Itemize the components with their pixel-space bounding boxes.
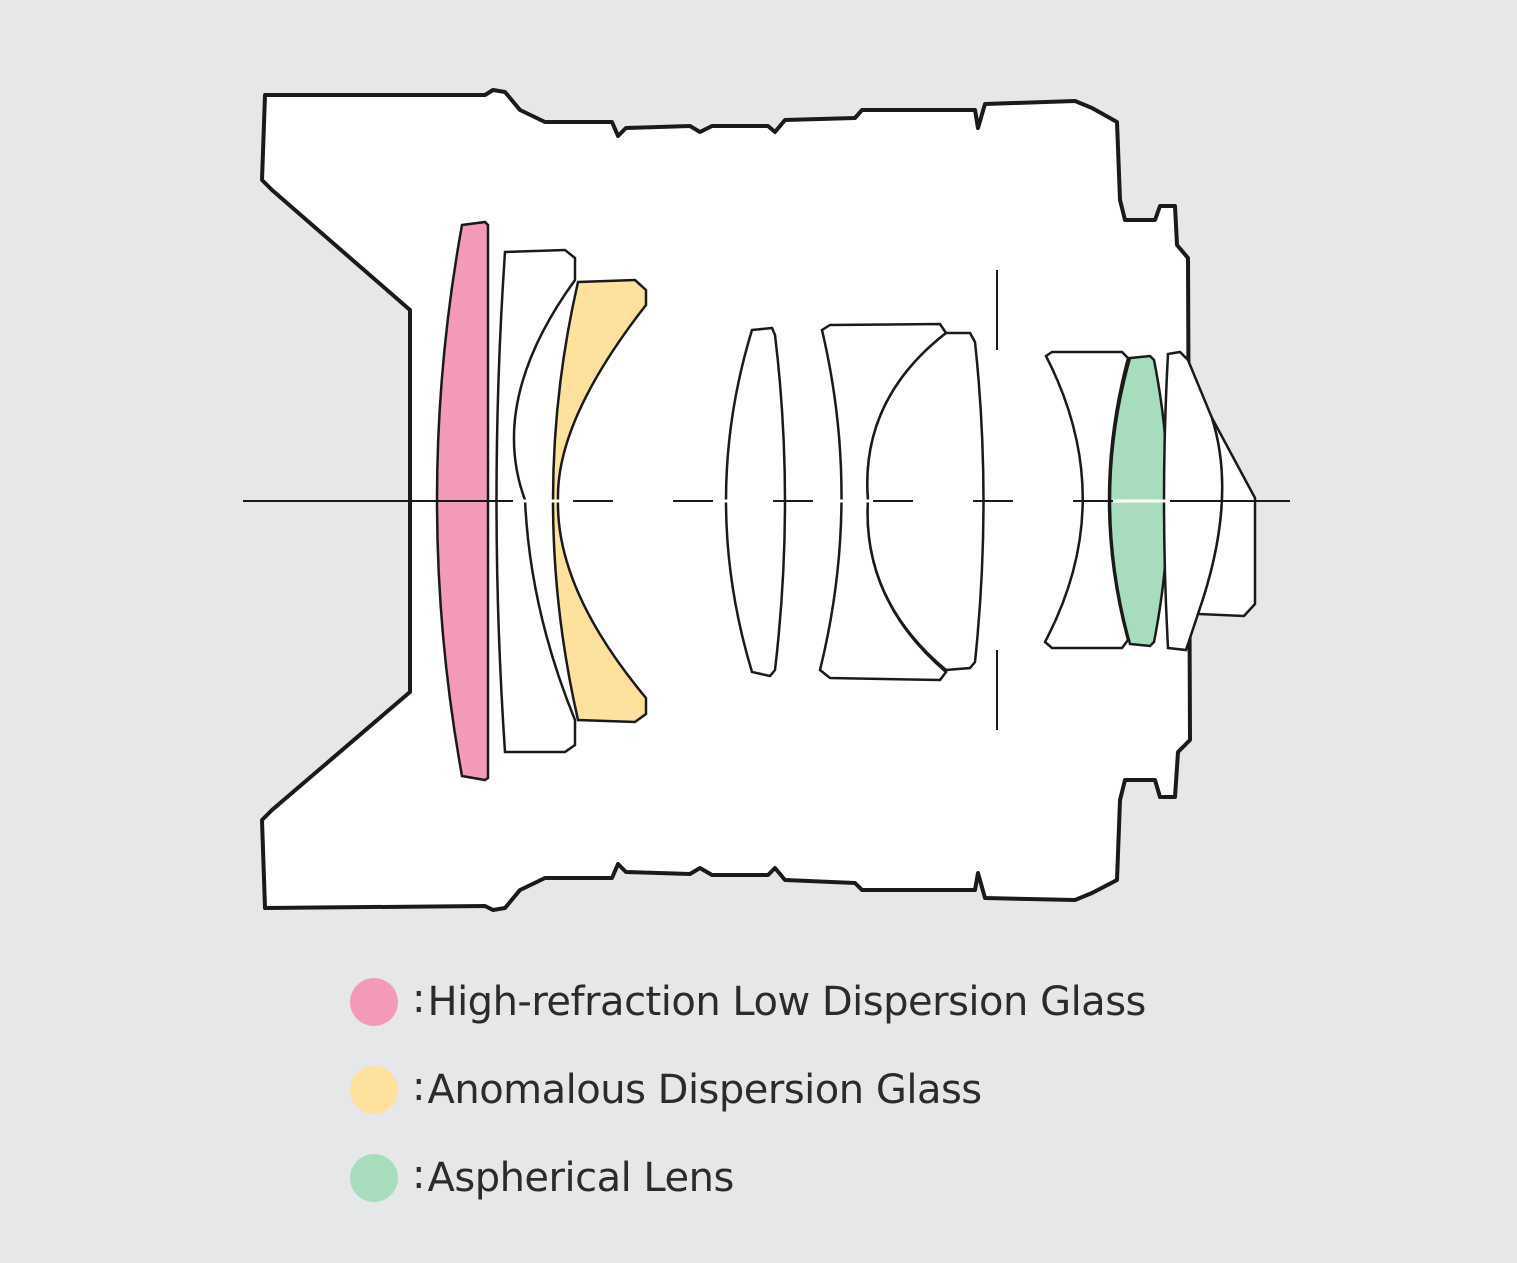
lens-element-3 bbox=[551, 278, 648, 724]
legend-label: High-refraction Low Dispersion Glass bbox=[427, 979, 1146, 1025]
pink-dot-icon bbox=[350, 978, 398, 1026]
legend-separator: : bbox=[412, 1064, 426, 1110]
legend-label: Anomalous Dispersion Glass bbox=[427, 1067, 982, 1113]
glass-type-legend: : High-refraction Low Dispersion Glass :… bbox=[350, 958, 1146, 1222]
legend-label: Aspherical Lens bbox=[427, 1155, 734, 1201]
yellow-dot-icon bbox=[350, 1066, 398, 1114]
legend-separator: : bbox=[412, 976, 426, 1022]
lens-element-2 bbox=[495, 248, 577, 754]
green-dot-icon bbox=[350, 1154, 398, 1202]
legend-item-anomalous: : Anomalous Dispersion Glass bbox=[350, 1046, 1146, 1134]
legend-item-high-refraction: : High-refraction Low Dispersion Glass bbox=[350, 958, 1146, 1046]
legend-separator: : bbox=[412, 1152, 426, 1198]
legend-item-aspherical: : Aspherical Lens bbox=[350, 1134, 1146, 1222]
lens-element-10 bbox=[1196, 417, 1257, 618]
